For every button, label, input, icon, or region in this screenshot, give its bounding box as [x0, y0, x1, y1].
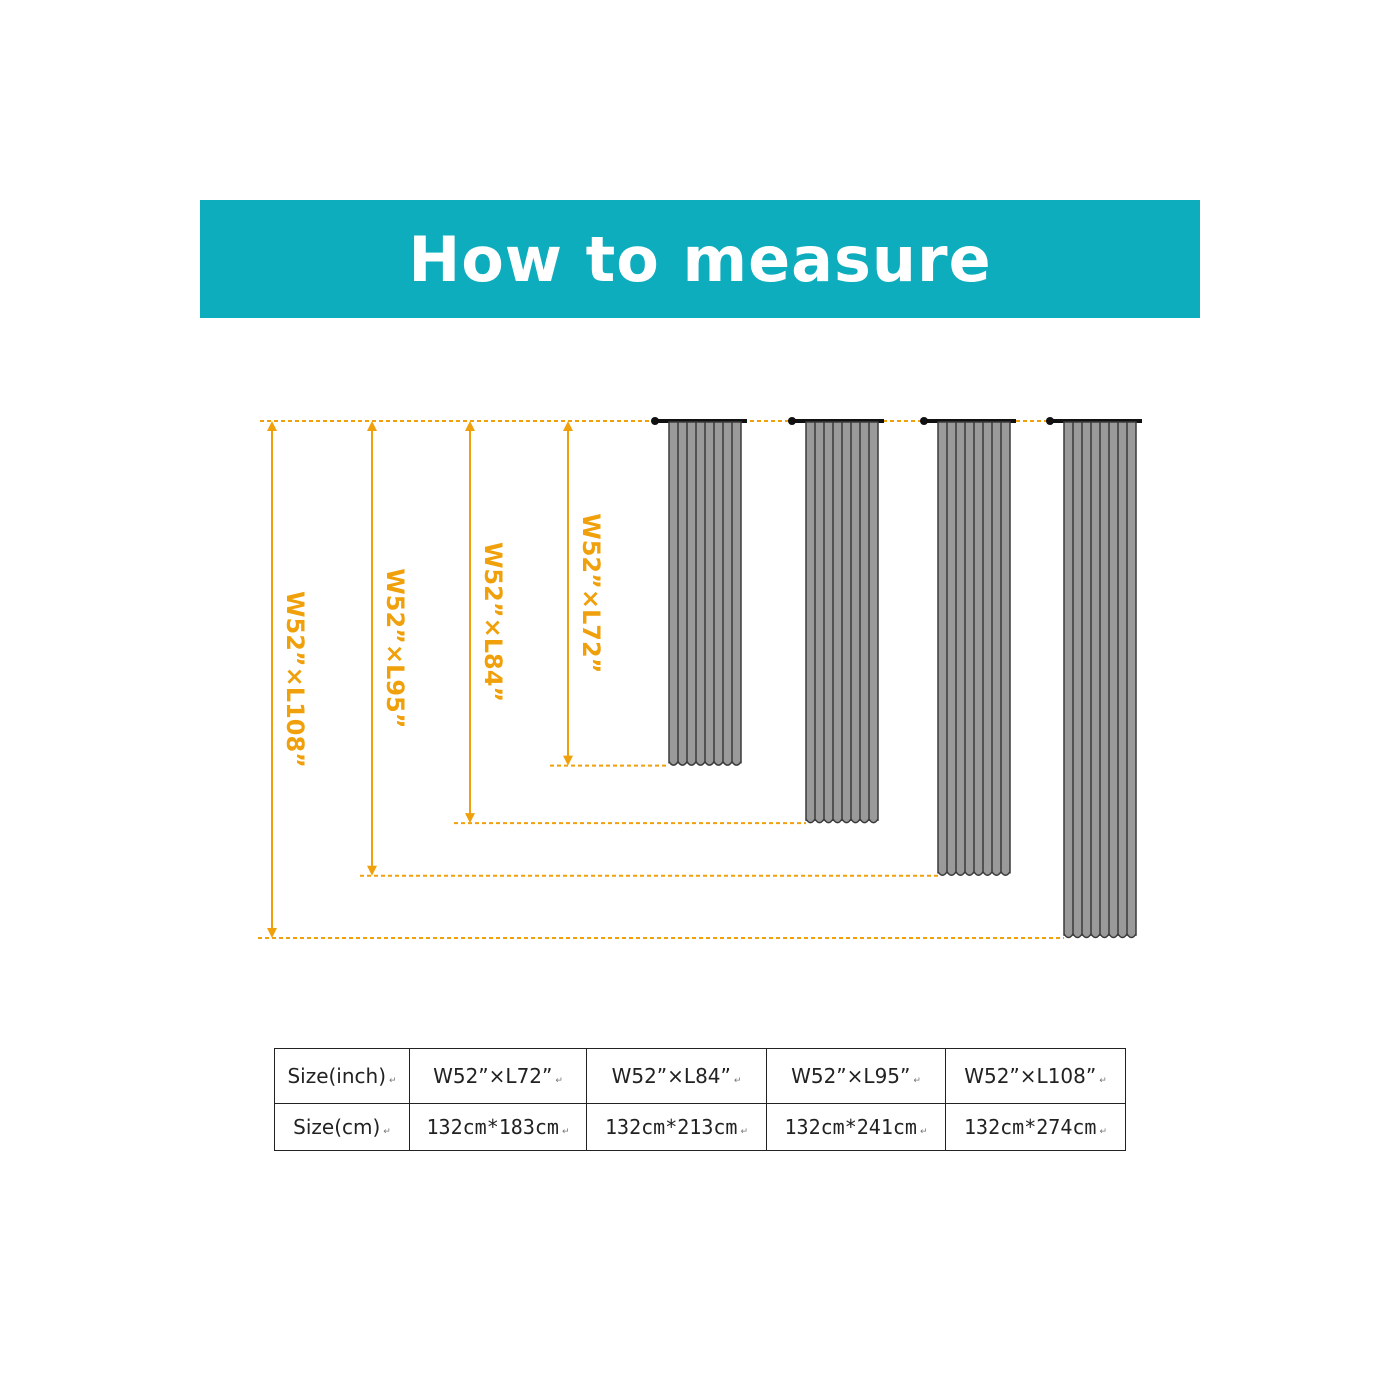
title-banner: How to measure [200, 200, 1200, 318]
curtain-hem [695, 761, 706, 766]
curtain-hem [937, 871, 948, 877]
curtain-hem [1099, 933, 1110, 939]
curtain-hem [850, 818, 861, 824]
curtain-hem [1117, 933, 1128, 939]
curtain-hem [964, 871, 975, 877]
rod-finial [1046, 417, 1054, 425]
curtain-hem [805, 818, 816, 824]
arrow-up-icon [563, 421, 573, 431]
curtain-hem [713, 761, 724, 766]
table-cell-cm-1: 132cm*183cm↵ [409, 1103, 587, 1151]
row-header-inch: Size(inch)↵ [274, 1048, 410, 1104]
curtain-hem [955, 871, 966, 877]
table-cell-inch-4: W52”×L108”↵ [945, 1048, 1126, 1104]
curtain-hem [1090, 933, 1101, 939]
arrow-up-icon [267, 421, 277, 431]
page-title: How to measure [408, 222, 992, 296]
curtain-length-diagram: W52”×L72” W52”×L84” W52”×L95” W52”×L108” [258, 417, 1142, 939]
arrow-down-icon [367, 865, 377, 876]
curtain-hem [946, 871, 957, 877]
curtain-hem [859, 818, 870, 824]
curtain-size-label: W52”×L84” [479, 542, 507, 702]
rod-finial [651, 417, 659, 425]
table-cell-cm-4: 132cm*274cm↵ [945, 1103, 1126, 1151]
row-header-cm: Size(cm)↵ [274, 1103, 410, 1151]
curtain-hem [1108, 933, 1119, 939]
curtain-hem [668, 761, 679, 766]
curtain-hem [1000, 871, 1011, 877]
table-cell-cm-3: 132cm*241cm↵ [766, 1103, 946, 1151]
curtain-hem [704, 761, 715, 766]
table-cell-cm-2: 132cm*213cm↵ [586, 1103, 767, 1151]
curtain-hem [1063, 933, 1074, 939]
arrow-down-icon [563, 755, 573, 766]
curtain-hem [982, 871, 993, 877]
rod-finial [920, 417, 928, 425]
curtain-hem [841, 818, 852, 824]
arrow-up-icon [367, 421, 377, 431]
table-cell-inch-3: W52”×L95”↵ [766, 1048, 946, 1104]
arrow-up-icon [465, 421, 475, 431]
curtain-hem [1072, 933, 1083, 939]
curtain-hem [1081, 933, 1092, 939]
table-row-cm: Size(cm)↵ 132cm*183cm↵ 132cm*213cm↵ 132c… [274, 1103, 1126, 1151]
table-row-inch: Size(inch)↵ W52”×L72”↵ W52”×L84”↵ W52”×L… [274, 1048, 1126, 1104]
curtain-hem [973, 871, 984, 877]
arrow-down-icon [267, 928, 277, 938]
curtain-hem [832, 818, 843, 824]
curtain-size-label: W52”×L95” [381, 568, 409, 728]
curtain-hem [731, 761, 742, 766]
curtain-hem [677, 761, 688, 766]
size-table: Size(inch)↵ W52”×L72”↵ W52”×L84”↵ W52”×L… [274, 1048, 1126, 1151]
table-cell-inch-1: W52”×L72”↵ [409, 1048, 587, 1104]
curtain-hem [868, 818, 879, 824]
rod-finial [788, 417, 796, 425]
curtain-hem [1126, 933, 1137, 939]
curtain-size-label: W52”×L108” [281, 591, 309, 768]
curtain-hem [686, 761, 697, 766]
curtain-hem [823, 818, 834, 824]
curtain-size-label: W52”×L72” [577, 513, 605, 673]
curtain-hem [814, 818, 825, 824]
arrow-down-icon [465, 813, 475, 824]
curtain-hem [991, 871, 1002, 877]
table-cell-inch-2: W52”×L84”↵ [586, 1048, 767, 1104]
curtain-hem [722, 761, 733, 766]
